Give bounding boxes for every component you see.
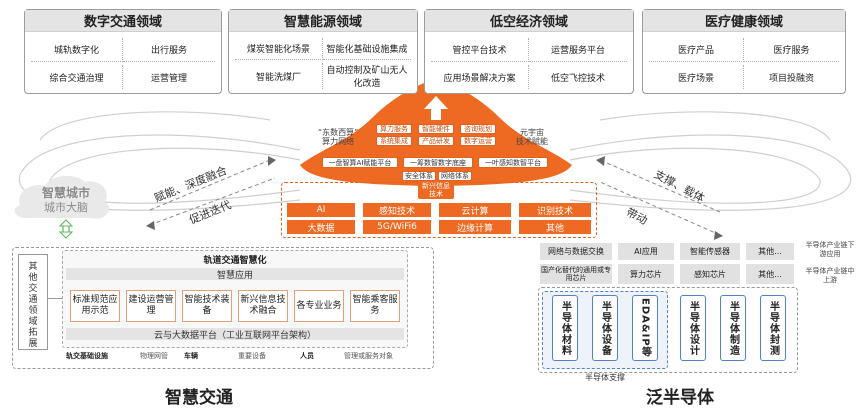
domain-title: 医疗健康领域 (643, 10, 845, 32)
domain-item: 医疗服务 (744, 38, 839, 62)
app-chip-box: 网络与数据交换 (540, 243, 612, 260)
app-label-bar: 智慧应用 (66, 268, 404, 281)
domain-item: 煤炭智能化场景 (235, 38, 323, 60)
app-chip-box: 其他... (746, 264, 794, 284)
base-item: 轨交基础设施 (66, 352, 108, 360)
base-item: 物理网管 (140, 352, 168, 360)
domain-card-medical: 医疗健康领域 医疗产品 医疗服务 医疗场景 项目投融资 (642, 9, 846, 94)
pan-semiconductor-title: 泛半导体 (646, 388, 714, 408)
system-box: 网络体系 (438, 171, 472, 181)
app-box: 标准规范应用示范 (70, 290, 120, 322)
domain-item: 医疗场景 (649, 65, 744, 89)
base-item: 管理或服务对象 (344, 352, 393, 360)
chain-box: 半导体封测 (760, 295, 786, 361)
service-box: 智能硬件 (418, 124, 454, 134)
tech-box: 边缘计算 (439, 220, 511, 234)
city-brain-label: 城市大脑 (44, 201, 88, 214)
app-box: 智能技术装备 (182, 290, 232, 322)
service-box: 产品研发 (418, 136, 454, 146)
transport-dashed-frame (12, 247, 434, 369)
domain-item: 管控平台技术 (431, 38, 529, 62)
emerging-tech-label: 新兴信息 技术 (418, 181, 454, 199)
tech-box: 其他 (519, 220, 591, 234)
expand-box (18, 254, 48, 350)
domain-item: 综合交通治理 (31, 65, 123, 89)
downstream-note: 半导体产业链下游应用 (805, 241, 855, 258)
system-box: 安全体系 (402, 171, 436, 181)
base-item: 车辆 (184, 352, 198, 360)
platform-box: 一叶感知数智平台 (478, 157, 548, 168)
domain-item: 医疗产品 (649, 38, 744, 62)
transport-heading: 轨道交通智慧化 (203, 255, 267, 266)
app-chip-box: AI应用 (618, 243, 674, 260)
tech-box: 5G/WiFi6 (363, 220, 431, 234)
domain-card-digital-transport: 数字交通领域 城轨数字化 出行服务 综合交通治理 运营管理 (24, 9, 222, 94)
semi-support-label: 半导体支撑 (585, 373, 625, 382)
domain-item: 智能洗煤厂 (235, 63, 323, 89)
connector (48, 298, 62, 299)
app-chip-box: 算力芯片 (618, 264, 674, 284)
chain-box: 半导体材料 (552, 295, 578, 361)
tech-box: 识别技术 (519, 203, 591, 217)
metaverse-label: 元宇宙 技术赋能 (516, 128, 548, 146)
domain-item: 运营管理 (150, 73, 187, 84)
chain-box: EDA&IP等 (632, 295, 658, 361)
domain-item: 城轨数字化 (31, 38, 123, 62)
service-box: 数字运营 (460, 136, 496, 146)
service-box: 算力服务 (376, 124, 412, 134)
domain-item: 自动控制及矿山无人化改造 (326, 66, 408, 89)
domain-item: 智能化基础设施集成 (323, 38, 411, 60)
chain-box: 半导体设备 (592, 295, 618, 361)
domain-item: 低空飞控技术 (550, 73, 605, 84)
tech-box: 大数据 (287, 220, 355, 234)
base-item: 人员 (300, 352, 314, 360)
app-box: 新兴信息技术融合 (238, 290, 288, 322)
semi-dashed-frame (538, 287, 798, 373)
platform-box: 一盘智算AI赋能平台 (322, 157, 398, 168)
domain-title: 智慧能源领域 (229, 10, 417, 32)
platform-box: 一筹数智数字底座 (403, 157, 473, 168)
domain-title: 数字交通领域 (25, 10, 221, 32)
domain-card-low-altitude: 低空经济领域 管控平台技术 运营服务平台 应用场景解决方案 低空飞控技术 (424, 9, 634, 94)
smart-city-label: 智慧城市 (41, 186, 90, 200)
compute-network-label: “东数西算” 算力网络 (318, 128, 359, 146)
app-box: 智能乘客服务 (350, 290, 400, 322)
domain-item: 出行服务 (123, 38, 215, 62)
chain-box: 半导体设计 (680, 295, 706, 361)
chain-box: 半导体制造 (720, 295, 746, 361)
domain-item: 运营服务平台 (529, 38, 627, 62)
app-chip-box: 感知芯片 (680, 264, 740, 284)
midstream-note: 半导体产业链中上游 (805, 267, 855, 284)
base-item: 重要设备 (238, 352, 266, 360)
service-box: 咨询规划 (460, 124, 496, 134)
tech-box: AI (287, 203, 355, 217)
tech-box: 云计算 (439, 203, 511, 217)
domain-card-smart-energy: 智慧能源领域 煤炭智能化场景 智能化基础设施集成 智能洗煤厂 自动控制及矿山无人… (228, 9, 418, 94)
domain-item: 应用场景解决方案 (431, 65, 529, 89)
app-box: 各专业业务 (294, 290, 344, 322)
service-box: 系统集成 (376, 136, 412, 146)
app-box: 建设运营管理 (126, 290, 176, 322)
platform-bar: 云与大数据平台（工业互联网平台架构） (66, 328, 404, 341)
domain-item: 项目投融资 (768, 73, 814, 84)
app-chip-box: 智能传感器 (680, 243, 740, 260)
tech-box: 感知技术 (363, 203, 431, 217)
smart-transport-title: 智慧交通 (165, 388, 233, 408)
app-chip-box: 其他... (746, 243, 794, 260)
app-chip-box: 国产化替代的通用或专用芯片 (540, 264, 612, 284)
domain-title: 低空经济领域 (425, 10, 633, 32)
expand-label: 其他交通领域拓展 (28, 262, 38, 349)
